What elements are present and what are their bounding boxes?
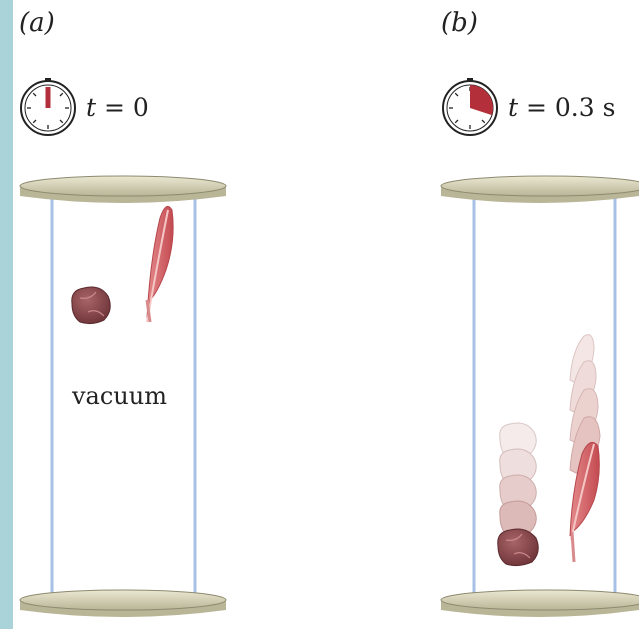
panel-label-b: (b) <box>441 8 478 38</box>
time-variable: t <box>86 93 97 122</box>
vacuum-tube-a <box>50 198 197 600</box>
feather-icon <box>145 205 174 323</box>
time-label-b: t = 0.3 s <box>508 93 615 122</box>
stopwatch-icon <box>20 78 76 136</box>
vacuum-tube-b <box>472 198 617 600</box>
panel-label-a: (a) <box>19 8 55 38</box>
feather-strobe-sequence <box>569 334 601 475</box>
time-label-a: t = 0 <box>86 93 149 122</box>
stopwatch-icon <box>442 78 498 136</box>
time-value: = 0.3 s <box>526 93 616 122</box>
ball-strobe-sequence <box>499 422 537 537</box>
tube-lid-bottom-b <box>440 589 639 617</box>
tube-lid-bottom-a <box>19 589 227 617</box>
tube-lid-top-a <box>19 175 227 203</box>
ball-icon <box>71 286 111 325</box>
medium-label: vacuum <box>72 382 167 410</box>
tube-lid-top-b <box>440 175 639 203</box>
time-variable: t <box>508 93 519 122</box>
time-value: = 0 <box>104 93 149 122</box>
ball-icon <box>497 528 539 567</box>
feather-icon <box>569 441 600 563</box>
